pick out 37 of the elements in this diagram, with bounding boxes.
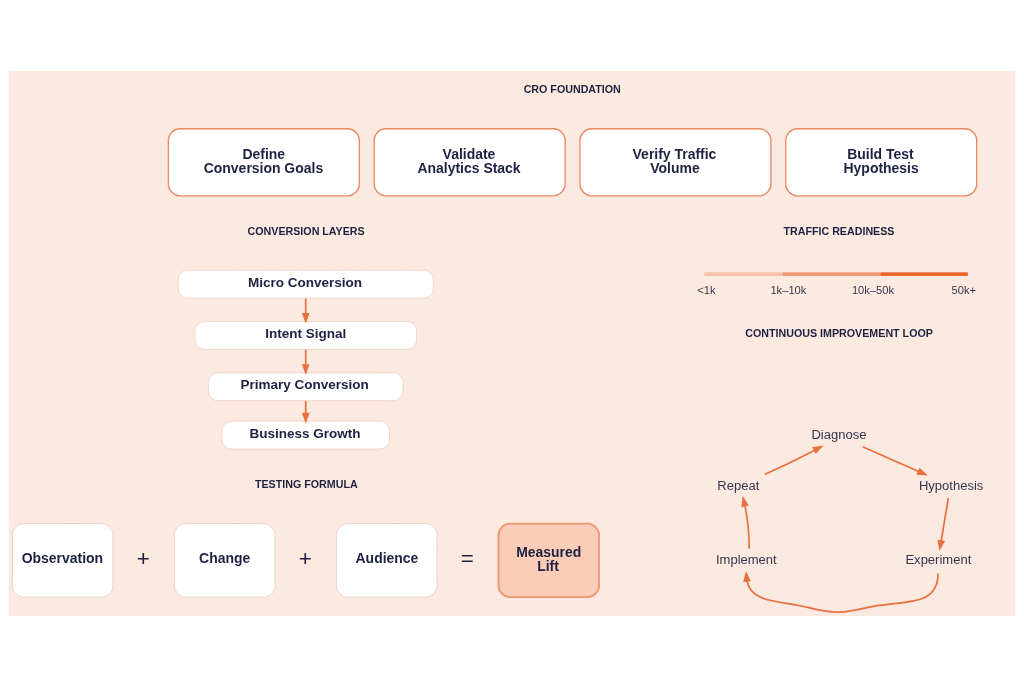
label: CONVERSION LAYERS — [247, 224, 365, 237]
label: TRAFFIC READINESS — [783, 224, 895, 237]
arrow — [301, 297, 310, 324]
node-box: Validate Analytics Stack — [373, 128, 566, 197]
node-box: Observation — [11, 523, 114, 598]
node-box: Business Growth — [221, 420, 390, 450]
node-box: Measured Lift — [497, 522, 600, 599]
node-text: Implement — [715, 551, 777, 567]
arrow — [861, 445, 928, 476]
label: + — [136, 546, 150, 572]
node-text: Diagnose — [811, 426, 867, 442]
label: 10k–50k — [851, 284, 895, 297]
node-box: Change — [173, 523, 276, 598]
node-box: Audience — [336, 523, 438, 598]
arrow — [301, 400, 310, 424]
node-box: Build Test Hypothesis — [785, 128, 978, 197]
label: CRO FOUNDATION — [523, 83, 621, 96]
label: <1k — [697, 284, 716, 297]
label: TESTING FORMULA — [254, 477, 358, 490]
node-box: Micro Conversion — [177, 269, 434, 299]
arrow — [937, 497, 950, 552]
node-box: Intent Signal — [194, 321, 417, 350]
node-box: Define Conversion Goals — [167, 128, 360, 197]
arrow — [743, 570, 939, 614]
node-box: Primary Conversion — [207, 372, 404, 402]
label: CONTINUOUS IMPROVEMENT LOOP — [745, 327, 933, 340]
node-box: Verify Traffic Volume — [579, 128, 772, 197]
arrow — [301, 348, 310, 376]
label: 1k–10k — [770, 284, 807, 297]
label: = — [460, 546, 474, 572]
arrow — [763, 445, 824, 476]
node-text: Hypothesis — [918, 477, 984, 493]
node-text: Repeat — [717, 477, 760, 493]
node-text: Experiment — [905, 551, 972, 567]
label: 50k+ — [951, 284, 977, 297]
label: + — [298, 546, 312, 572]
arrow — [741, 495, 750, 550]
